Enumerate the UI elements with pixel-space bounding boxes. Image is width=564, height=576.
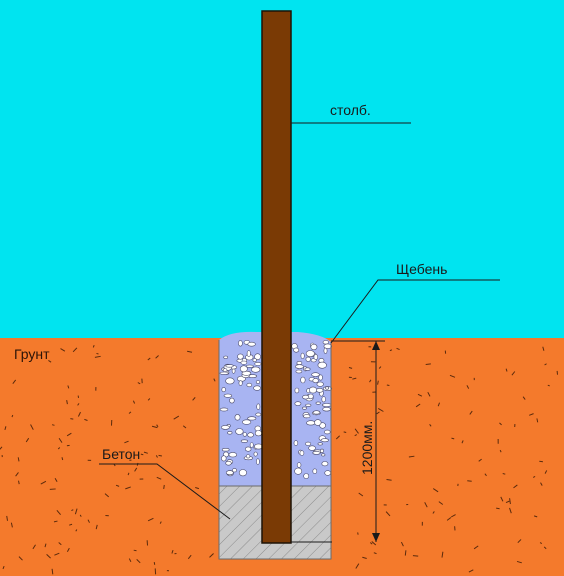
post-label: столб. bbox=[330, 102, 371, 118]
dimension-arrow-top bbox=[372, 341, 380, 350]
ground-label: Грунт bbox=[14, 346, 50, 362]
soil-texture bbox=[0, 345, 558, 575]
depth-label: 1200мм. bbox=[359, 421, 375, 475]
concrete-leader-line bbox=[99, 463, 231, 520]
gravel-leader-line bbox=[330, 279, 500, 344]
dimension-arrow-bottom bbox=[372, 533, 380, 542]
gravel-label: Щебень bbox=[396, 261, 447, 277]
wooden-post bbox=[261, 10, 292, 544]
concrete-label: Бетон bbox=[102, 446, 140, 462]
gravel-stones bbox=[219, 340, 333, 479]
